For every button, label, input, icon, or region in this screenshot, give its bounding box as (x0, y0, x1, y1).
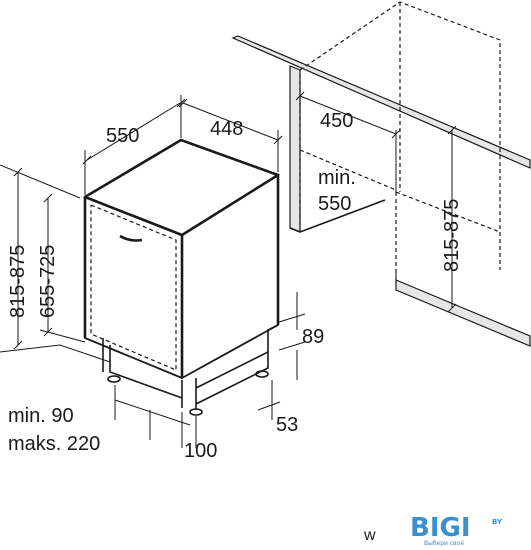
dim-niche-width: 450 (320, 110, 353, 132)
dimension-lines (0, 91, 457, 448)
niche-outline (231, 1, 531, 347)
foot-back-right (255, 370, 269, 378)
floor-strip (395, 279, 531, 347)
niche-side-panel (289, 65, 301, 233)
dim-plinth-height: 89 (302, 326, 324, 348)
dim-appliance-width: 448 (210, 118, 243, 140)
bigi-logo: BIGI BY Выбери своё (410, 513, 503, 547)
dim-foot-offset: 53 (276, 414, 298, 436)
dim-appliance-depth: 550 (106, 125, 139, 147)
countertop-edge (231, 35, 531, 169)
dim-niche-depth-min: min. (318, 167, 356, 189)
svg-text:BY: BY (492, 518, 503, 526)
niche-dashed-top (299, 1, 501, 232)
dim-total-height-left: 815-875 (7, 245, 29, 318)
dim-plinth-depth-max: maks. 220 (8, 433, 100, 455)
dishwasher-body (0, 138, 281, 416)
dim-plinth-depth-min: min. 90 (8, 405, 74, 427)
dim-niche-height-right: 815-875 (441, 199, 463, 272)
dim-niche-depth-value: 550 (318, 193, 351, 215)
dim-plinth-setback: 100 (184, 440, 217, 462)
foot-front-left (107, 375, 121, 383)
svg-text:BIGI: BIGI (410, 513, 471, 543)
foot-front-right (189, 408, 203, 416)
svg-text:Выбери своё: Выбери своё (424, 540, 464, 547)
footer-mark: w (363, 527, 376, 544)
dim-door-height-left: 655-725 (37, 245, 59, 318)
door-handle (119, 234, 143, 242)
